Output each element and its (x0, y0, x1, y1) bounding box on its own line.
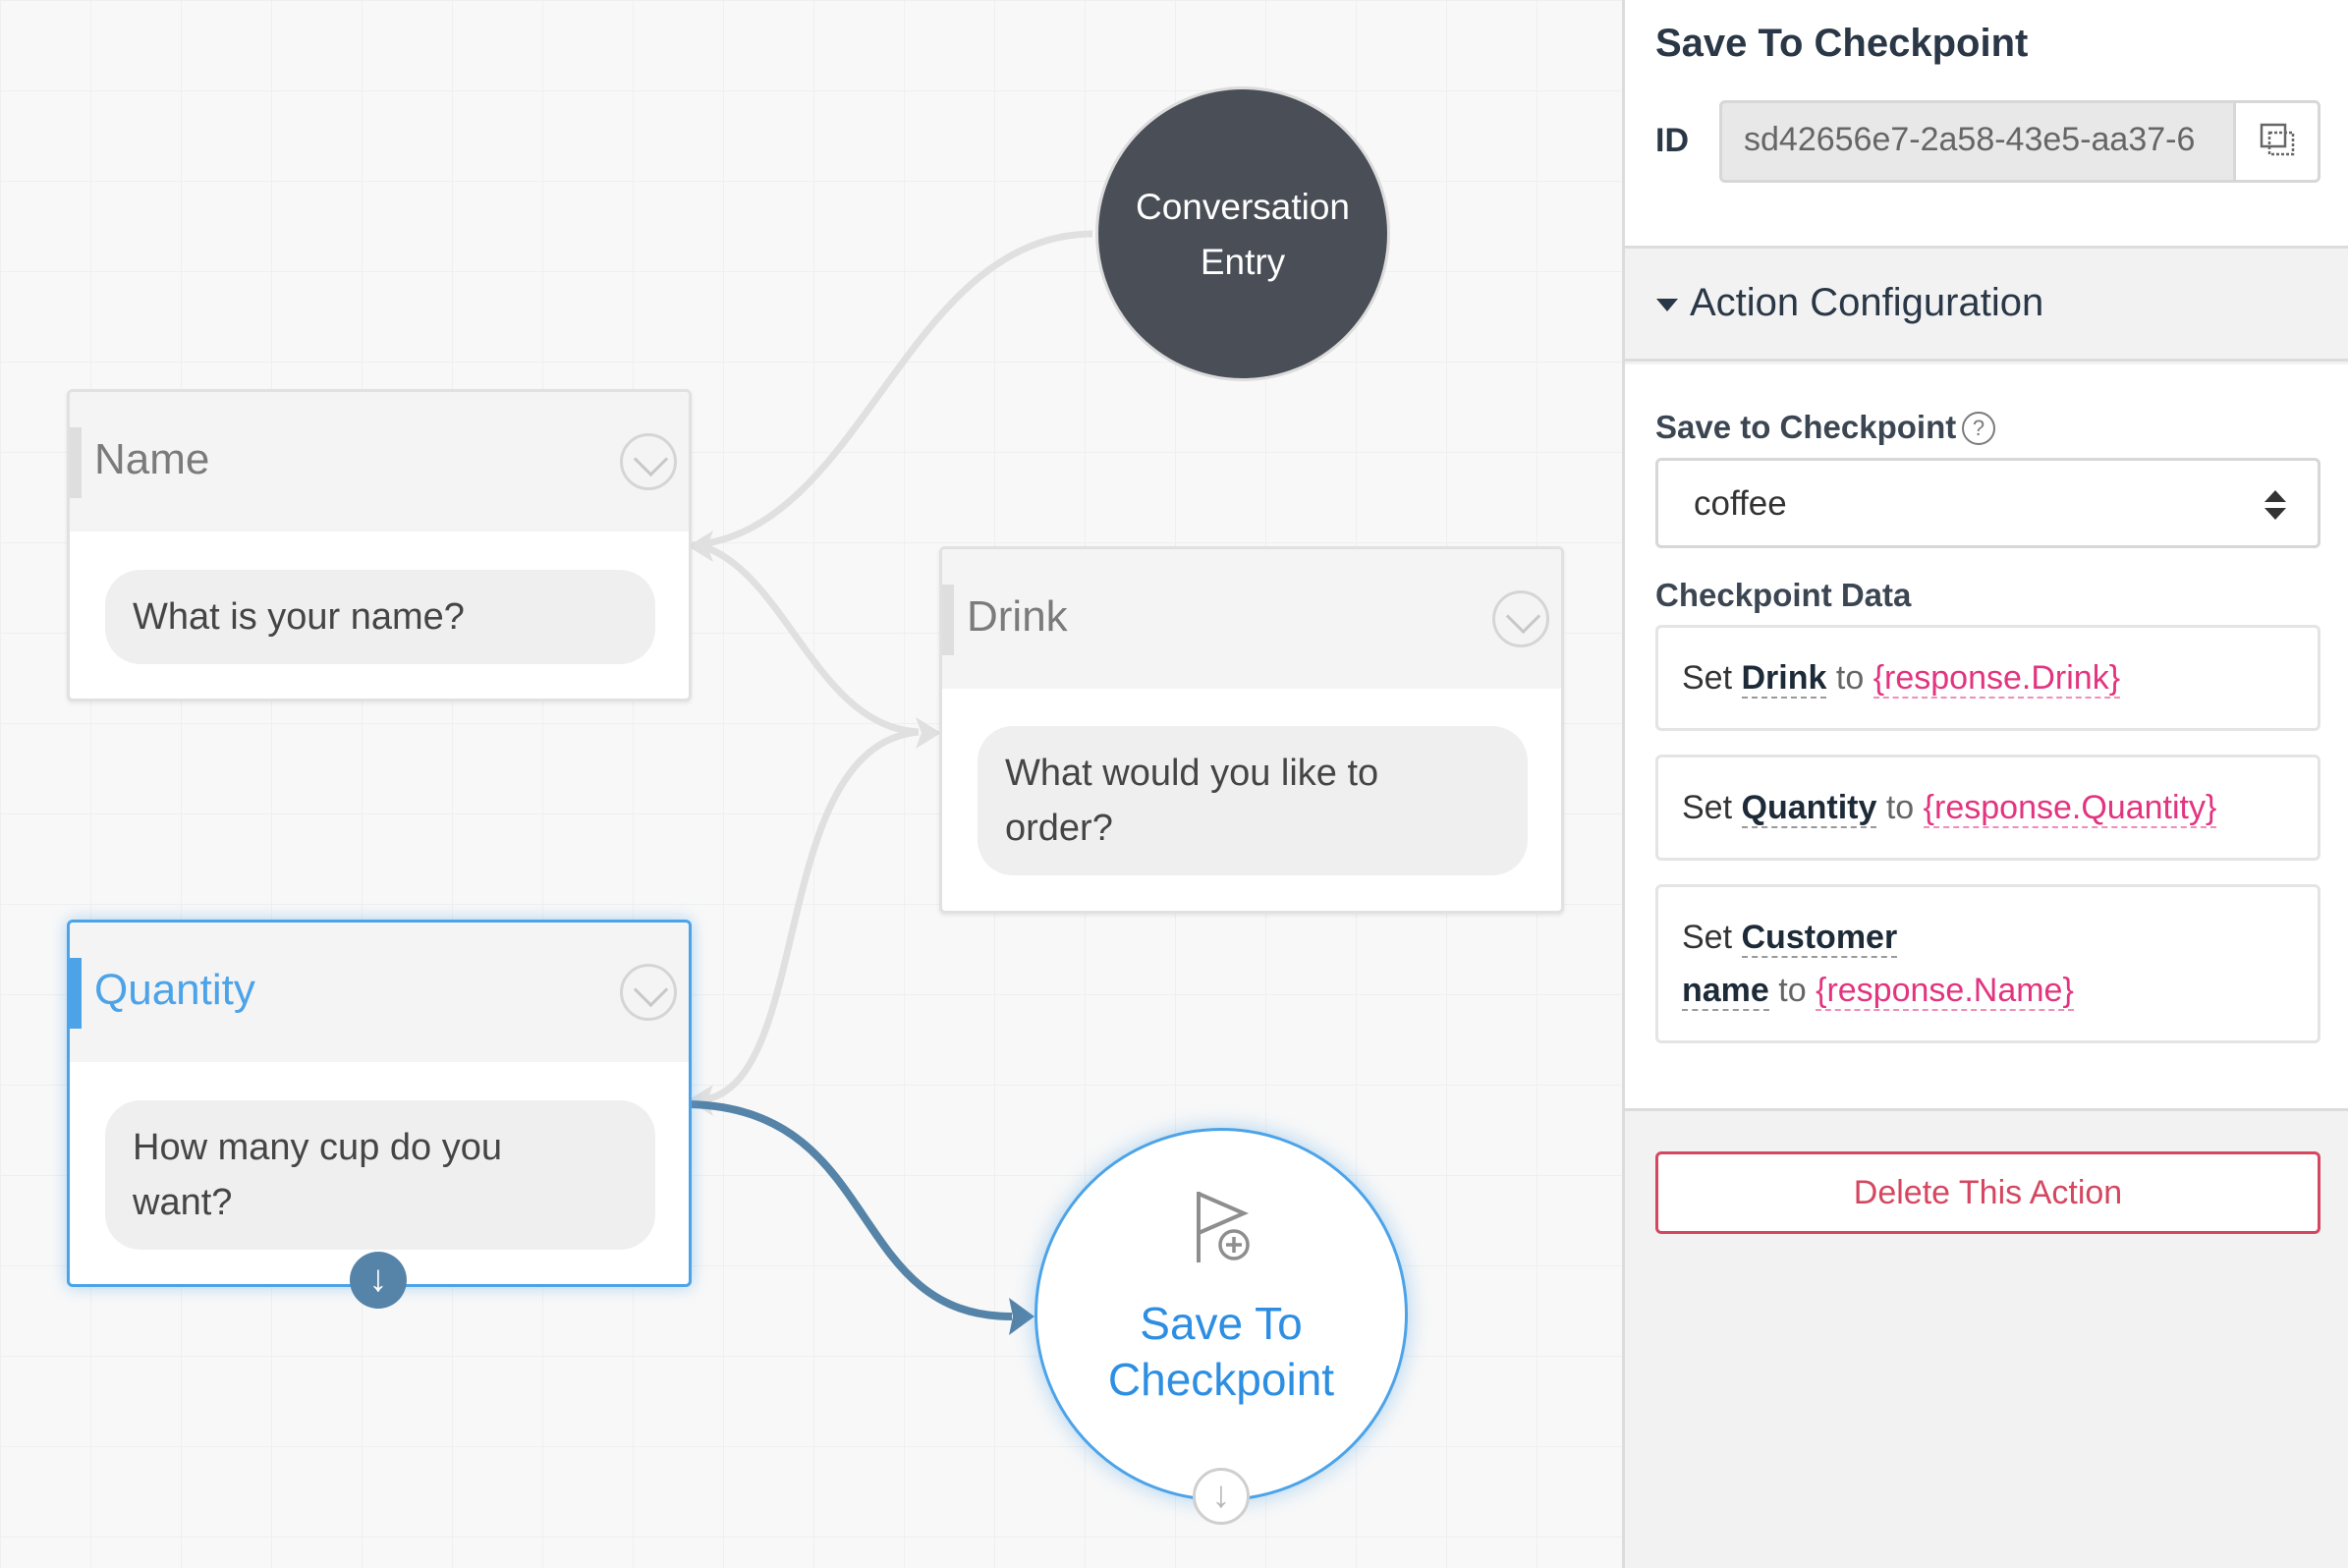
panel-title: Save To Checkpoint (1655, 22, 2029, 65)
node-quantity[interactable]: Quantity How many cup do you want? (67, 920, 692, 1287)
action-label-line1: Save To (1140, 1298, 1303, 1349)
down-arrow-icon[interactable]: ↓ (350, 1252, 407, 1309)
chevron-down-icon[interactable] (620, 433, 677, 490)
checkpoint-select-value: coffee (1694, 484, 1787, 523)
delete-action-button[interactable]: Delete This Action (1655, 1151, 2320, 1234)
node-header: Name (70, 392, 689, 532)
chevron-down-icon[interactable] (1492, 590, 1549, 647)
link-entry-to-name (692, 230, 1093, 549)
select-arrows-icon (2264, 490, 2286, 520)
link-name-to-drink (699, 541, 920, 736)
field-name[interactable]: Quantity (1741, 789, 1877, 828)
checkpoint-data-row[interactable]: Set Customer name to {response.Name} (1655, 884, 2320, 1043)
set-word: Set (1682, 919, 1733, 956)
node-title: Drink (967, 592, 1068, 641)
help-icon[interactable]: ? (1962, 412, 1995, 445)
caret-down-icon (1656, 299, 1678, 311)
flag-plus-icon (1197, 1192, 1250, 1262)
node-accent-bar (942, 585, 954, 655)
down-arrow-icon[interactable]: ↓ (1193, 1468, 1250, 1525)
section-title: Action Configuration (1690, 281, 2044, 324)
entry-label-line2: Entry (1200, 242, 1286, 282)
checkpoint-select[interactable]: coffee (1655, 458, 2320, 548)
link-drink-to-quantity (699, 728, 920, 1104)
action-configuration-toggle[interactable]: Action Configuration (1625, 252, 2348, 362)
node-header: Quantity (70, 923, 689, 1062)
node-title: Name (94, 435, 210, 483)
prompt-text-line1: What would you like to (1005, 753, 1379, 794)
node-title: Quantity (94, 966, 255, 1014)
set-word: Set (1682, 659, 1733, 697)
prompt-text-line2: want? (133, 1182, 233, 1223)
prompt-text-line1: How many cup do you (133, 1127, 502, 1168)
node-accent-bar (70, 958, 82, 1029)
to-word: to (1835, 659, 1865, 697)
arrowhead-drink (916, 717, 941, 749)
arrowhead-name (688, 531, 713, 562)
prompt-bubble: What is your name? (105, 570, 655, 664)
chevron-down-icon[interactable] (620, 964, 677, 1021)
to-word: to (1778, 972, 1807, 1009)
id-field[interactable]: sd42656e7-2a58-43e5-aa37-6 (1719, 100, 2320, 183)
node-accent-bar (70, 427, 82, 498)
value-token[interactable]: {response.Quantity} (1923, 789, 2217, 828)
copy-button[interactable] (2233, 103, 2318, 180)
checkpoint-data-row[interactable]: Set Quantity to {response.Quantity} (1655, 755, 2320, 861)
connection-links (688, 230, 1093, 1335)
value-token[interactable]: {response.Name} (1816, 972, 2074, 1011)
action-label-line2: Checkpoint (1107, 1354, 1335, 1405)
id-label: ID (1655, 122, 1689, 159)
prompt-text-line2: order? (1005, 808, 1113, 849)
value-token[interactable]: {response.Drink} (1873, 659, 2121, 699)
properties-panel: Save To Checkpoint ID sd42656e7-2a58-43e… (1622, 0, 2348, 1568)
node-name[interactable]: Name What is your name? (67, 389, 692, 701)
down-arrow-glyph: ↓ (1211, 1475, 1231, 1516)
conversation-entry-node[interactable]: Conversation Entry (1095, 86, 1390, 381)
field-name-line2[interactable]: name (1682, 972, 1769, 1011)
node-header: Drink (942, 549, 1561, 689)
prompt-text: What is your name? (133, 596, 465, 638)
field-name-line1[interactable]: Customer (1741, 919, 1898, 958)
entry-label-line1: Conversation (1135, 187, 1350, 227)
set-word: Set (1682, 789, 1733, 826)
arrowhead-save (1009, 1298, 1034, 1335)
node-drink[interactable]: Drink What would you like to order? (939, 546, 1564, 914)
down-arrow-glyph: ↓ (368, 1259, 388, 1300)
link-quantity-to-save (690, 1100, 1013, 1320)
action-configuration-body: Save to Checkpoint ? coffee Checkpoint D… (1625, 364, 2348, 1111)
flow-canvas[interactable]: Conversation Entry Name What is your nam… (0, 0, 1622, 1568)
copy-icon (2260, 123, 2295, 156)
save-to-checkpoint-label: Save to Checkpoint (1655, 409, 1957, 445)
prompt-bubble: How many cup do you want? (105, 1100, 655, 1250)
prompt-bubble: What would you like to order? (978, 726, 1528, 875)
action-label: Save To Checkpoint (1037, 1296, 1405, 1408)
panel-header: Save To Checkpoint ID sd42656e7-2a58-43e… (1625, 0, 2348, 249)
checkpoint-data-label: Checkpoint Data (1655, 577, 1912, 613)
to-word: to (1885, 789, 1915, 826)
id-value: sd42656e7-2a58-43e5-aa37-6 (1744, 121, 2196, 158)
field-name[interactable]: Drink (1741, 659, 1827, 699)
checkpoint-data-row[interactable]: Set Drink to {response.Drink} (1655, 625, 2320, 731)
save-to-checkpoint-node[interactable]: Save To Checkpoint (1034, 1128, 1408, 1501)
